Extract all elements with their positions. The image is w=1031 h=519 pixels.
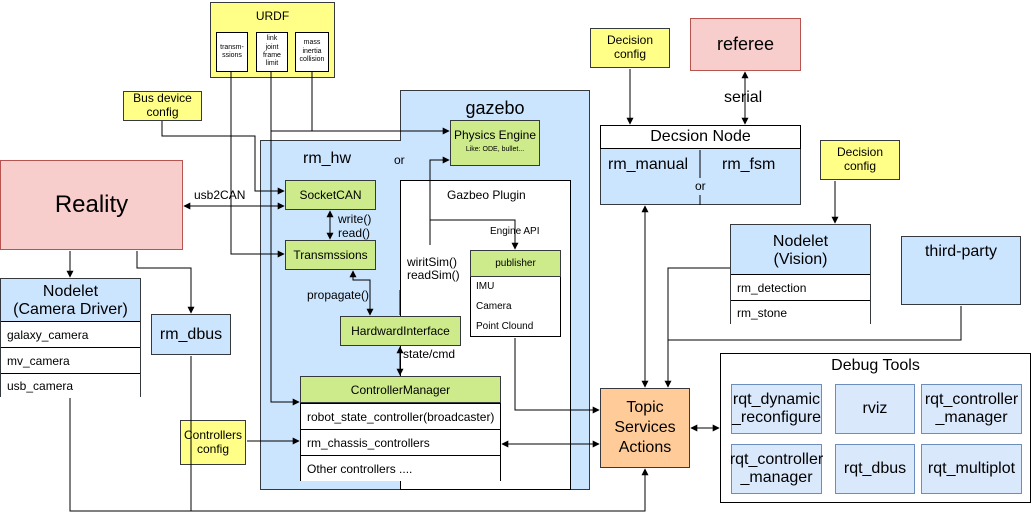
wire-transmissions-hw <box>349 270 374 316</box>
urdf-box: URDF transm- ssions link joint frame lim… <box>210 2 335 78</box>
camera-driver-box: Nodelet (Camera Driver) galaxy_camera mv… <box>0 278 141 397</box>
physics-engine-box: Physics Engine Like: ODE, bullet... <box>450 120 540 166</box>
publisher-title: publisher <box>470 250 561 277</box>
bus-device-config: Bus device config <box>123 91 202 121</box>
urdf-title: URDF <box>255 9 290 23</box>
referee-box: referee <box>690 18 801 71</box>
debug-rviz: rviz <box>835 384 915 434</box>
controller-manager-title: ControllerManager <box>300 376 501 403</box>
hardware-interface-box: HardwardInterface <box>340 316 461 346</box>
state-cmd-label: state/cmd <box>403 347 456 361</box>
debug-rqt-controller-manager-1: rqt_controller _manager <box>921 384 1022 434</box>
third-party-label: third-party <box>924 243 998 260</box>
vision-rm-stone: rm_stone <box>731 300 870 324</box>
controller-other: Other controllers .... <box>301 455 500 481</box>
debug-tools-box: Debug Tools rqt_dynamic _reconfigure rvi… <box>720 353 1031 503</box>
or-label-gazebo: or <box>394 153 405 167</box>
debug-rqt-dynamic-reconfigure: rqt_dynamic _reconfigure <box>731 384 822 434</box>
urdf-transmissions: transm- ssions <box>216 32 248 72</box>
read-label: read() <box>338 226 371 240</box>
wire-bus-config <box>161 121 285 195</box>
debug-rqt-controller-manager-2: rqt_controller _manager <box>730 444 823 494</box>
debug-rqt-dbus: rqt_dbus <box>835 444 915 494</box>
publisher-point-cloud: Point Clound <box>476 321 534 332</box>
debug-tools-title: Debug Tools <box>831 357 920 374</box>
decision-config-2: Decision config <box>820 140 900 180</box>
camera-usb: usb_camera <box>1 373 140 397</box>
publisher-imu: IMU <box>476 281 495 292</box>
gazebo-title: gazebo <box>465 98 525 118</box>
decision-or: or <box>695 179 706 193</box>
third-party-box: third-party <box>901 236 1021 305</box>
wire-reality-dbus <box>136 251 195 314</box>
socketcan-box: SocketCAN <box>285 180 376 210</box>
decision-rm-fsm: rm_fsm <box>722 156 776 173</box>
publisher-box: publisher IMU Camera Point Clound <box>470 250 561 337</box>
decision-rm-manual: rm_manual <box>608 156 689 173</box>
vision-box: Nodelet (Vision) rm_detection rm_stone <box>730 224 871 324</box>
controller-manager-box: ControllerManager robot_state_controller… <box>300 376 501 481</box>
vision-title: Nodelet (Vision) <box>772 233 829 268</box>
urdf-mass-inertia: mass inertia collision <box>295 32 329 72</box>
camera-driver-title: Nodelet (Camera Driver) <box>13 283 128 318</box>
wire-publisher-topic <box>514 338 600 414</box>
physics-engine-title: Physics Engine <box>453 128 537 142</box>
wire-vision-topic <box>664 267 730 388</box>
rm-dbus-box: rm_dbus <box>151 314 231 355</box>
decision-config-1: Decision config <box>590 28 670 68</box>
camera-galaxy: galaxy_camera <box>1 321 140 347</box>
publisher-camera: Camera <box>476 301 512 312</box>
controller-rm-chassis: rm_chassis_controllers <box>301 429 500 455</box>
wire-camera-bottom <box>69 398 649 512</box>
usb2can-label: usb2CAN <box>194 188 246 202</box>
vision-rm-detection: rm_detection <box>731 274 870 300</box>
wire-plugin-physics <box>429 156 450 245</box>
wire-engine-api <box>430 219 519 250</box>
write-sim-label: wiritSim() readSim() <box>407 255 460 283</box>
reality-box: Reality <box>0 160 183 250</box>
debug-rqt-multiplot: rqt_multiplot <box>921 444 1022 494</box>
decision-node-title: Decsion Node <box>600 125 801 149</box>
rm-hw-title: rm_hw <box>303 150 352 167</box>
gazebo-plugin-title: Gazbeo Plugin <box>447 188 526 202</box>
write-label: write() <box>338 212 372 226</box>
urdf-link-joint: link joint frame limit <box>256 32 288 72</box>
wire-urdf-transmissions <box>230 71 285 258</box>
wire-urdf-link <box>270 71 300 406</box>
physics-engine-sub: Like: ODE, bullet... <box>465 146 525 153</box>
camera-mv: mv_camera <box>1 347 140 373</box>
controller-robot-state: robot_state_controller(broadcaster) <box>301 403 500 429</box>
wire-third-party-topic <box>668 306 962 341</box>
topic-services-actions: Topic Services Actions <box>600 388 690 468</box>
transmissions-box: Transmssions <box>285 240 376 270</box>
